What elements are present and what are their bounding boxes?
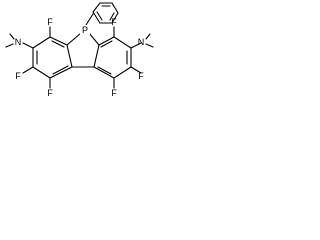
p-phenyl-bond [85, 13, 94, 26]
atom-labels: P F N F F F N F F [15, 17, 145, 98]
right-benzene-ring [93, 36, 132, 79]
fluorine-label-bottom-left: F [47, 88, 53, 98]
fluorine-label-upper-left: F [47, 17, 53, 27]
methyl-bonds [5, 33, 154, 48]
fluorine-label-right: F [138, 71, 144, 81]
fluorine-label-bottom-right: F [111, 88, 117, 98]
chemical-structure: P F N F F F N F F [5, 2, 154, 98]
fluorine-label-upper-right: F [111, 17, 117, 27]
substituent-bonds [22, 26, 142, 89]
fluorine-label-left: F [15, 71, 21, 81]
phosphorus-label: P [82, 25, 88, 35]
phenyl-ring [92, 2, 119, 24]
nitrogen-label-right: N [138, 37, 145, 47]
phosphole-ring [66, 32, 100, 68]
left-benzene-ring [32, 36, 73, 79]
nitrogen-label-left: N [15, 37, 22, 47]
